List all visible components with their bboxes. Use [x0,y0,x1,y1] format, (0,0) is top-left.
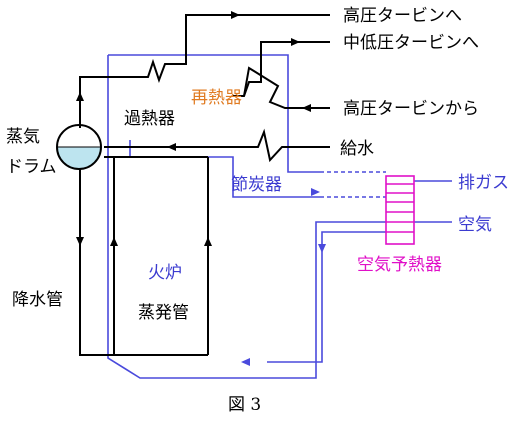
hp-turbine-out-arrow [231,11,240,19]
air-return-arrow [241,358,250,366]
label-downcomer: 降水管 [12,290,63,310]
lower-air-duct [267,250,323,363]
steam-arrows [76,11,311,246]
economizer-outlet-arrow [311,188,320,196]
label-superheater: 過熱器 [124,109,175,129]
flue-gas-duct-outer [108,54,320,173]
riser-left-arrow [110,237,118,246]
air-preheater-unit [385,175,415,245]
water-steam-circuit [79,14,330,356]
feedwater-line [104,128,330,163]
label-steam-drum-1: 蒸気 [6,127,40,147]
label-hp-turbine-to: 高圧タービンへ [343,6,462,26]
gas-arrows [241,188,326,366]
label-evaporator-tubes: 蒸発管 [138,303,189,323]
label-mlp-turbine-to: 中低圧タービンへ [343,33,479,53]
label-reheater: 再熱器 [191,88,242,108]
gas-path [107,54,452,379]
label-feedwater: 給水 [340,139,374,159]
feedwater-arrow [167,143,176,151]
riser-right-arrow [204,237,212,246]
reheat-outlet-line [233,41,330,97]
drum-water [57,147,101,169]
outer-gas-loop [107,55,386,379]
steam-drum [56,124,102,170]
label-air: 空気 [458,215,492,235]
label-economizer: 節炭器 [231,175,282,195]
downcomer-arrow [76,237,84,246]
reheat-inlet-arrow [302,104,311,112]
main-steam-line [79,14,330,128]
label-exhaust-gas: 排ガス [458,173,509,193]
label-steam-drum-2: ドラム [6,157,57,177]
label-air-preheater: 空気予熱器 [357,255,442,275]
air-preheater-body [385,175,415,245]
label-hp-turbine-from: 高圧タービンから [343,99,479,119]
downcomer-pipe [79,165,114,356]
riser-left-pipe [113,157,208,356]
label-furnace: 火炉 [148,263,182,283]
air-downflow-arrow [318,244,326,253]
reheater-coil [243,66,330,109]
main-steam-up-arrow [76,92,84,101]
flue-gas-duct-inner [129,140,320,198]
mlp-turbine-out-arrow [291,38,300,46]
figure-caption: 図 3 [228,395,261,415]
air-return-line [321,231,386,250]
